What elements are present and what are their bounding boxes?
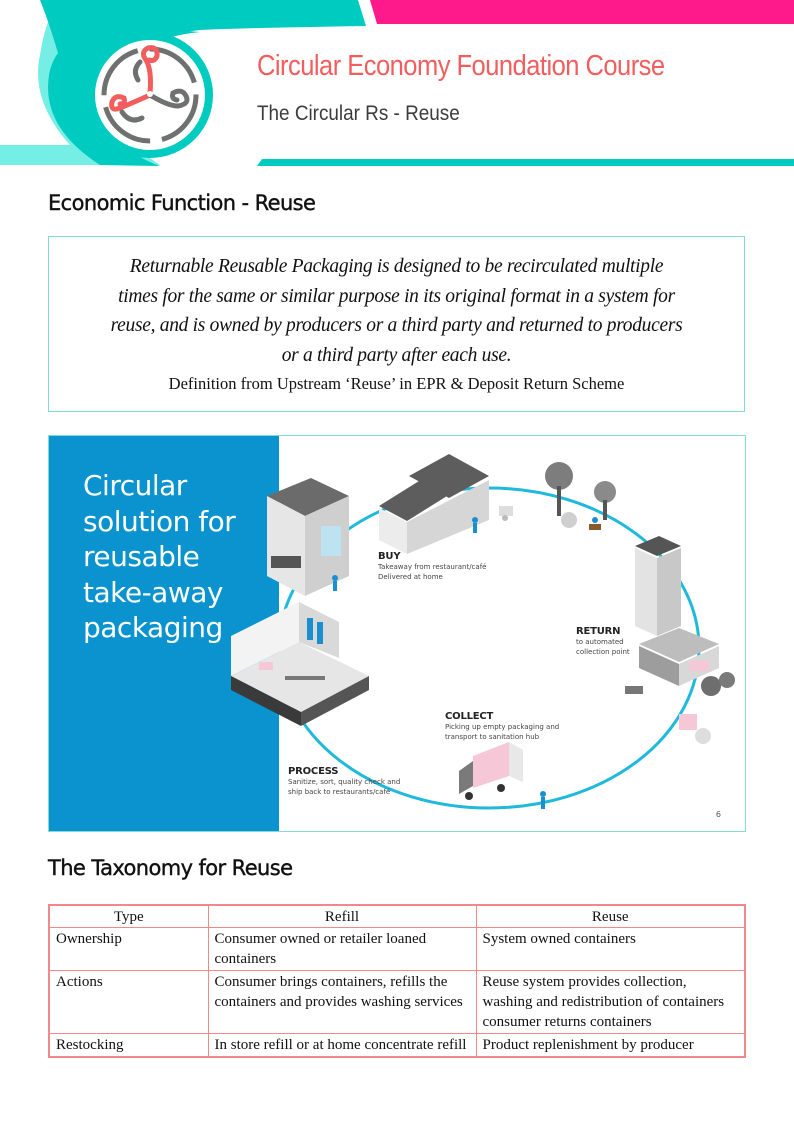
collection-truck-icon (459, 742, 546, 809)
table-row: Actions Consumer brings containers, refi… (48, 970, 746, 1034)
stage-title: COLLECT (445, 711, 494, 722)
infographic-heading: Circular solution for reusable take-away… (83, 468, 273, 646)
cell-refill: Consumer owned or retailer loaned contai… (207, 927, 477, 971)
table-header-row: Type Refill Reuse (48, 904, 746, 928)
cell-refill: In store refill or at home concentrate r… (207, 1033, 477, 1058)
cell-reuse: Reuse system provides collection, washin… (475, 970, 746, 1034)
cell-type: Restocking (48, 1033, 209, 1058)
stage-desc: collection point (576, 648, 630, 656)
stage-desc: Picking up empty packaging and (445, 723, 560, 731)
column-header-type: Type (48, 904, 209, 928)
cell-type: Ownership (48, 927, 209, 971)
cafe-building-icon (267, 478, 349, 596)
circular-loop-scene (231, 454, 735, 810)
circular-solution-infographic: Circular solution for reusable take-away… (48, 435, 746, 832)
heading-line: reusable (83, 540, 200, 573)
cell-type: Actions (48, 970, 209, 1034)
cell-refill: Consumer brings containers, refills the … (207, 970, 477, 1034)
course-title: Circular Economy Foundation Course (257, 50, 665, 82)
stage-desc: ship back to restaurants/café (288, 788, 391, 796)
page-subtitle: The Circular Rs - Reuse (257, 102, 460, 125)
stage-desc: to automated (576, 638, 624, 646)
stage-title: PROCESS (288, 766, 339, 777)
table-row: Restocking In store refill or at home co… (48, 1033, 746, 1058)
section-heading-taxonomy: The Taxonomy for Reuse (48, 856, 293, 880)
cell-reuse: System owned containers (475, 927, 746, 971)
triskelion-logo-icon (101, 45, 199, 144)
definition-box: Returnable Reusable Packaging is designe… (48, 236, 745, 412)
taxonomy-table: Type Refill Reuse Ownership Consumer own… (48, 904, 746, 1058)
stage-buy: BUY Takeaway from restaurant/café Delive… (378, 551, 486, 582)
heading-line: Circular (83, 469, 187, 502)
section-heading-economic-function: Economic Function - Reuse (48, 191, 316, 215)
teal-bottom-line (257, 159, 794, 166)
processing-facility-icon (231, 602, 369, 726)
slide-number: 6 (715, 810, 721, 819)
page-header: Circular Economy Foundation Course The C… (0, 0, 794, 175)
quote-line: or a third party after each use. (281, 344, 512, 366)
header-decoration (0, 0, 794, 167)
definition-source: Definition from Upstream ‘Reuse’ in EPR … (168, 374, 625, 393)
column-header-refill: Refill (207, 904, 477, 928)
table-row: Ownership Consumer owned or retailer loa… (48, 927, 746, 971)
house-icon (379, 454, 513, 554)
stage-process: PROCESS Sanitize, sort, quality check an… (288, 766, 400, 797)
stage-desc: transport to sanitation hub (445, 733, 540, 741)
cell-reuse: Product replenishment by producer (475, 1033, 746, 1058)
teal-ring (48, 26, 201, 167)
heading-line: solution for (83, 504, 236, 538)
quote-line: Returnable Reusable Packaging is designe… (129, 256, 664, 277)
heading-line: packaging (83, 611, 223, 644)
column-header-reuse: Reuse (475, 904, 746, 928)
quote-line: reuse, and is owned by producers or a th… (110, 315, 683, 336)
stage-desc: Sanitize, sort, quality check and (288, 778, 401, 786)
definition-quote: Returnable Reusable Packaging is designe… (83, 252, 710, 370)
return-station-building-icon (625, 536, 735, 744)
stage-title: RETURN (576, 626, 621, 637)
stage-desc: Takeaway from restaurant/café (378, 563, 487, 571)
park-trees-icon (545, 462, 616, 530)
magenta-bar (370, 0, 794, 24)
stage-desc: Delivered at home (378, 573, 443, 581)
heading-line: take-away (83, 575, 223, 609)
quote-line: times for the same or similar purpose in… (118, 285, 675, 307)
stage-collect: COLLECT Picking up empty packaging and t… (445, 711, 559, 742)
stage-title: BUY (378, 551, 401, 562)
stage-return: RETURN to automated collection point (576, 626, 630, 657)
